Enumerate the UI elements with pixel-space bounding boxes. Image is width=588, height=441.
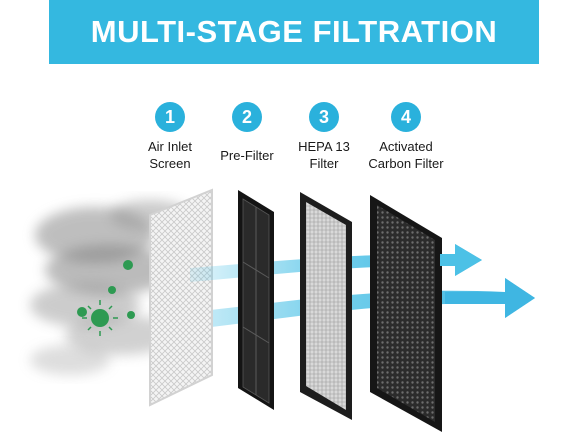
stage-4-badge: 4	[391, 102, 421, 132]
page-title: MULTI-STAGE FILTRATION	[90, 14, 498, 49]
stage-2-label: Pre-Filter	[220, 148, 274, 163]
airflow-arrow-head-lower-icon	[445, 278, 535, 318]
stage-3-label: HEPA 13 Filter	[298, 139, 350, 171]
airflow-arrow-head-upper-icon	[440, 244, 482, 276]
germ-icon	[77, 260, 135, 336]
carbon-filter-panel	[370, 195, 442, 432]
stage-1-label: Air Inlet Screen	[147, 139, 193, 171]
hepa-filter-panel	[300, 192, 352, 420]
stage-3-badge: 3	[309, 102, 339, 132]
pre-filter-panel	[238, 190, 274, 410]
title-banner: MULTI-STAGE FILTRATION	[49, 0, 539, 64]
stage-4-label: Activated Carbon Filter	[368, 139, 444, 171]
smoke-cloud-icon	[30, 200, 190, 375]
air-inlet-screen-panel	[149, 188, 213, 407]
stage-1-badge: 1	[155, 102, 185, 132]
stage-2-badge: 2	[232, 102, 262, 132]
